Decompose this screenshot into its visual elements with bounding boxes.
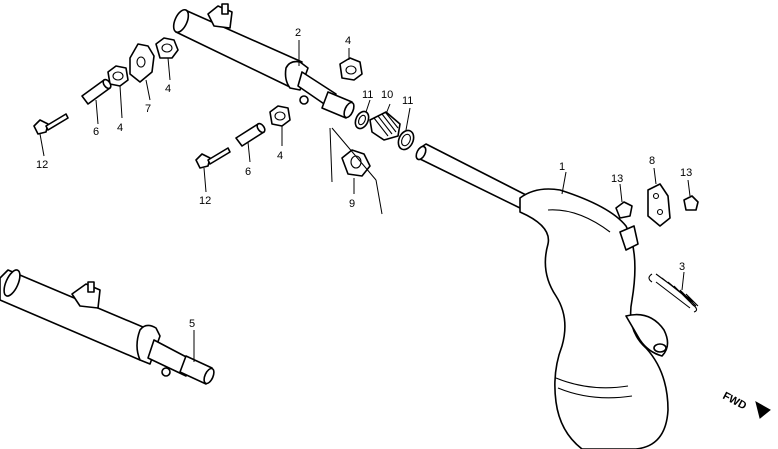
callout-5: 5 bbox=[189, 318, 195, 330]
callout-4-d: 4 bbox=[277, 150, 283, 162]
bolt-part-c bbox=[615, 201, 633, 219]
callout-4-c: 4 bbox=[117, 122, 123, 134]
callout-10: 10 bbox=[381, 89, 393, 101]
damper-rubber-part bbox=[329, 127, 383, 215]
collar-part-a bbox=[81, 78, 112, 105]
forward-direction-arrow: FWD bbox=[721, 390, 771, 419]
bolt-part-d bbox=[683, 195, 699, 211]
callout-11-a: 11 bbox=[362, 89, 373, 101]
callout-6-b: 6 bbox=[245, 166, 251, 178]
nut-part-d bbox=[269, 105, 291, 127]
callout-13-b: 13 bbox=[680, 167, 692, 179]
gasket-part-b bbox=[397, 129, 415, 151]
leader-lines bbox=[39, 40, 691, 362]
bracket-part bbox=[129, 43, 155, 83]
callout-12-a: 12 bbox=[36, 159, 48, 171]
silencer-upper-part bbox=[172, 3, 355, 119]
callout-numbers: 1 2 3 4 4 4 4 5 6 6 7 8 9 10 11 11 12 12… bbox=[36, 27, 692, 330]
callout-6-a: 6 bbox=[93, 126, 99, 138]
stay-plate-part bbox=[647, 183, 671, 227]
callout-3: 3 bbox=[679, 261, 685, 273]
collar-part-b bbox=[235, 122, 266, 147]
callout-4-a: 4 bbox=[345, 35, 351, 47]
spring-part bbox=[648, 273, 699, 313]
callout-2: 2 bbox=[295, 27, 301, 39]
callout-1: 1 bbox=[559, 161, 565, 173]
callout-7: 7 bbox=[145, 103, 151, 115]
callout-4-b: 4 bbox=[165, 83, 171, 95]
nut-part-a bbox=[155, 37, 179, 59]
bolt-part-a bbox=[33, 113, 69, 135]
expansion-chamber-part bbox=[415, 143, 669, 449]
callout-8: 8 bbox=[649, 155, 655, 167]
callout-9: 9 bbox=[349, 198, 355, 210]
callout-11-b: 11 bbox=[402, 95, 413, 107]
direction-label: FWD bbox=[721, 390, 749, 412]
nut-part-b bbox=[107, 65, 129, 87]
callout-13-a: 13 bbox=[611, 173, 623, 185]
callout-12-b: 12 bbox=[199, 195, 211, 207]
gasket-part-a bbox=[354, 110, 370, 130]
nut-part-c bbox=[339, 57, 363, 81]
silencer-lower-part bbox=[0, 269, 215, 385]
spring-joint-part bbox=[369, 111, 401, 141]
bolt-part-b bbox=[195, 147, 231, 169]
